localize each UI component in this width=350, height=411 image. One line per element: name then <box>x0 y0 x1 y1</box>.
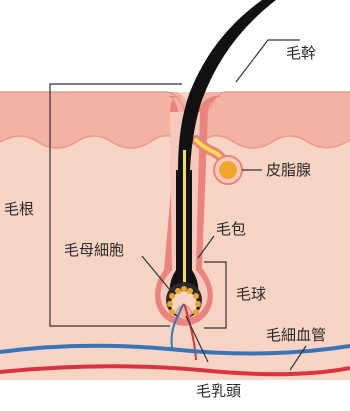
label-sebaceous-gland: 皮脂腺 <box>266 163 311 178</box>
matrix-cell <box>187 288 193 294</box>
label-hair-shaft: 毛幹 <box>286 46 316 61</box>
matrix-cell <box>167 301 173 307</box>
matrix-cell <box>175 288 181 294</box>
label-capillaries: 毛細血管 <box>266 328 326 343</box>
label-dermal-papilla: 毛乳頭 <box>196 384 241 399</box>
label-hair-follicle: 毛包 <box>216 222 246 237</box>
matrix-cell <box>169 309 175 315</box>
hair-core <box>183 150 186 290</box>
matrix-cell <box>195 301 201 307</box>
matrix-cell <box>193 309 199 315</box>
sebaceous-gland <box>219 161 237 179</box>
label-hair-root: 毛根 <box>4 202 34 217</box>
label-hair-bulb: 毛球 <box>236 287 266 302</box>
matrix-cell <box>181 286 187 292</box>
matrix-cell <box>169 293 175 299</box>
label-hair-matrix-cells: 毛母細胞 <box>64 243 124 258</box>
matrix-cell <box>193 293 199 299</box>
